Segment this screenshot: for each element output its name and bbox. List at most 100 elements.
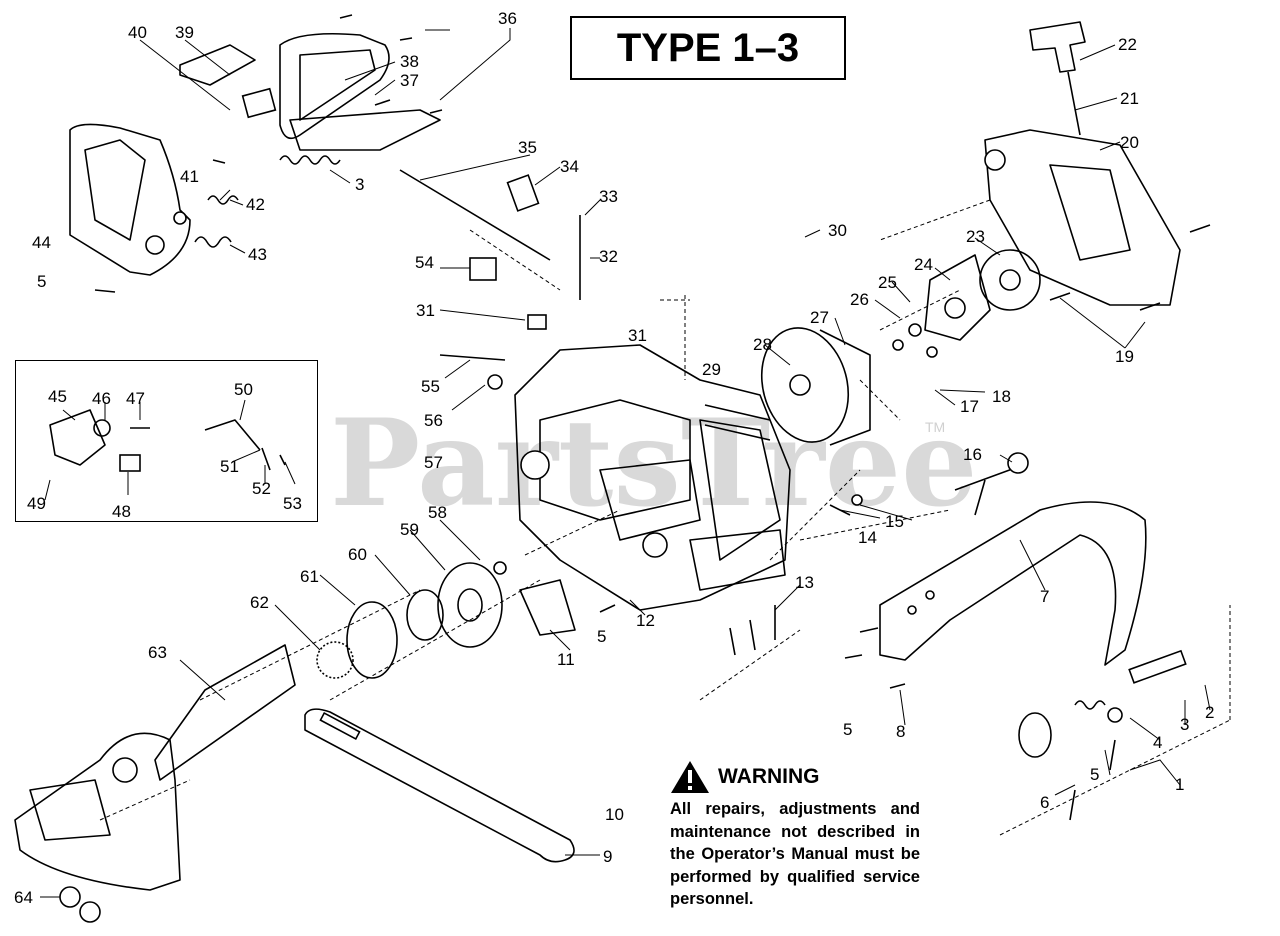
part-54 [469, 257, 497, 281]
starter-handle [1029, 21, 1086, 73]
front-handle [879, 501, 1147, 666]
callout-2: 2 [1205, 703, 1214, 722]
callout-15: 15 [885, 512, 904, 531]
sprocket-cover [14, 644, 296, 891]
inset-box [15, 360, 318, 522]
callout-23: 23 [966, 227, 985, 246]
callout-5c: 5 [843, 720, 852, 739]
callout-7: 7 [1040, 587, 1049, 606]
callout-51: 51 [220, 457, 239, 476]
callout-57: 57 [424, 453, 443, 472]
nut-64a [59, 886, 81, 908]
inset-part-48 [119, 454, 141, 472]
callout-37: 37 [400, 71, 419, 90]
callout-55: 55 [421, 377, 440, 396]
starter-housing [984, 129, 1181, 306]
type-title: TYPE 1–3 [570, 16, 846, 80]
callout-11: 11 [557, 650, 575, 669]
bolts-29 [704, 404, 771, 441]
warning-notice: WARNING All repairs, adjustments and mai… [670, 760, 920, 911]
callout-5a: 5 [37, 272, 46, 291]
part-31 [527, 314, 547, 330]
callout-3a: 3 [1180, 715, 1189, 734]
callout-33: 33 [599, 187, 618, 206]
callout-17: 17 [960, 397, 979, 416]
callout-24: 24 [914, 255, 933, 274]
callout-42: 42 [246, 195, 265, 214]
inset-part-45 [49, 409, 106, 466]
warning-heading: WARNING [718, 764, 820, 788]
crankcase-housing [514, 344, 791, 611]
starter-pulley [892, 249, 1041, 358]
clutch-drum [437, 562, 503, 648]
spring-3 [279, 155, 341, 165]
callout-50: 50 [234, 380, 253, 399]
part-2 [1128, 649, 1187, 684]
trademark: TM [925, 419, 945, 435]
callout-59: 59 [400, 520, 419, 539]
spring-3b [1074, 700, 1106, 710]
inset-hose-50 [204, 419, 261, 451]
callout-28: 28 [753, 335, 772, 354]
callout-48: 48 [112, 502, 131, 521]
part-56 [487, 374, 503, 390]
callout-45: 45 [48, 387, 67, 406]
callout-64: 64 [14, 888, 33, 907]
callout-52: 52 [252, 479, 271, 498]
callout-34: 34 [560, 157, 579, 176]
callout-22: 22 [1118, 35, 1137, 54]
callout-44: 44 [32, 233, 51, 252]
callout-39: 39 [175, 23, 194, 42]
flywheel [760, 327, 871, 446]
callout-54: 54 [415, 253, 434, 272]
callout-35: 35 [518, 138, 537, 157]
callout-60: 60 [348, 545, 367, 564]
callout-16: 16 [963, 445, 982, 464]
callout-43: 43 [248, 245, 267, 264]
callout-13: 13 [795, 573, 814, 592]
top-handle [179, 33, 441, 151]
callout-47: 47 [126, 389, 145, 408]
spark-plug-wire [954, 467, 1016, 516]
bolt-55 [439, 354, 506, 361]
part-34 [506, 174, 540, 212]
warning-heading-row: WARNING [670, 760, 920, 794]
callout-20: 20 [1120, 133, 1139, 152]
callout-19: 19 [1115, 347, 1134, 366]
callout-14: 14 [858, 528, 877, 547]
callout-8: 8 [896, 722, 905, 741]
clutch-61 [346, 601, 398, 679]
callout-61: 61 [300, 567, 319, 586]
callout-5d: 5 [1090, 765, 1099, 784]
callout-30: 30 [828, 221, 847, 240]
sprocket-62 [316, 641, 354, 679]
callout-27: 27 [810, 308, 829, 327]
callout-63: 63 [148, 643, 167, 662]
callout-25: 25 [878, 273, 897, 292]
callout-36: 36 [498, 9, 517, 28]
throttle-rod [399, 169, 551, 261]
leader-lines [40, 28, 1211, 898]
warning-text: All repairs, adjustments and maintenance… [670, 800, 920, 908]
callout-58: 58 [428, 503, 447, 522]
callout-32: 32 [599, 247, 618, 266]
callout-46: 46 [92, 389, 111, 408]
front-handle-guard [69, 123, 191, 276]
callout-41: 41 [180, 167, 199, 186]
callout-31a: 31 [416, 301, 435, 320]
callout-26: 26 [850, 290, 869, 309]
warning-triangle-icon [671, 761, 709, 793]
starter-rope [1067, 71, 1081, 136]
nut-64b [79, 901, 101, 923]
callout-53: 53 [283, 494, 302, 513]
callout-31b: 31 [628, 326, 647, 345]
callout-5b: 5 [597, 627, 606, 646]
part-6 [1018, 712, 1052, 758]
callout-9: 9 [603, 847, 612, 866]
callout-1: 1 [1175, 775, 1184, 794]
part-4 [1107, 707, 1123, 723]
callout-56: 56 [424, 411, 443, 430]
chain-brake [519, 579, 576, 636]
inset-part-46 [93, 419, 111, 437]
